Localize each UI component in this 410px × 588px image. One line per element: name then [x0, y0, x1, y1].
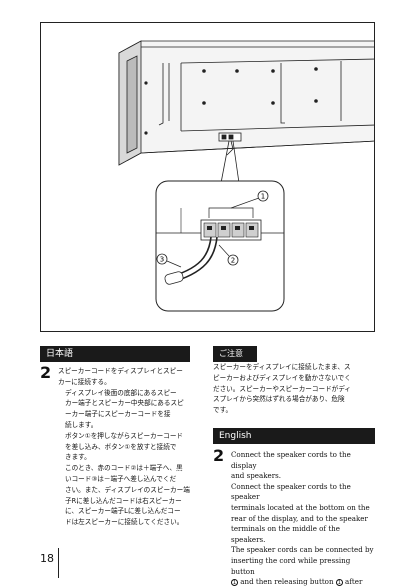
jp-line: カー端子とスピーカー中央部にあるスピ	[65, 399, 184, 408]
jp-line: ーカー端子にスピーカーコードを接	[65, 410, 171, 419]
caution-line: スピーカーをディスプレイに接続したまま、ス	[213, 363, 351, 371]
caution-line: ピーカーおよびディスプレイを動かさないでく	[213, 373, 351, 382]
callout-1-label: 1	[261, 193, 265, 201]
jp-line: ディスプレイ後面の底部にあるスピー	[65, 388, 177, 397]
japanese-section-header: 日本語	[40, 346, 190, 362]
jp-line: ボタン①を押しながらスピーカーコード	[65, 431, 184, 440]
callout-3-marker	[156, 253, 168, 265]
page-number: 18	[40, 552, 54, 565]
english-instructions: Connect the speaker cords to the display…	[231, 450, 375, 588]
page-number-divider	[58, 548, 59, 578]
jp-line: 子Rに差し込んだコードは右スピーカー	[65, 496, 182, 505]
terminal-closeup	[155, 180, 285, 312]
english-step-number: 2	[213, 446, 225, 465]
callout-1-marker	[257, 190, 269, 202]
caution-header: ご注意	[213, 346, 257, 362]
callout-2-label: 2	[231, 257, 235, 265]
jp-line: いコード③は－端子へ差し込んでくだ	[65, 474, 177, 483]
japanese-step-number: 2	[40, 363, 52, 382]
jp-line: さい。また、ディスプレイのスピーカー端	[65, 485, 190, 494]
speaker-connection-diagram: 1 2 3	[118, 40, 374, 312]
en-line: terminals located at the bottom on the	[231, 502, 370, 512]
jp-line: に、スピーカー端子Lに差し込んだコー	[65, 507, 181, 516]
display-rear	[118, 40, 374, 166]
jp-line: きます。	[65, 453, 91, 462]
en-line: Connect the speaker cords to the display	[231, 450, 351, 470]
caution-line: ださい。スピーカーやスピーカーコードがディ	[213, 384, 352, 393]
caution-text: スピーカーをディスプレイに接続したまま、ス ピーカーおよびディスプレイを動かさな…	[213, 362, 373, 416]
jp-line: スピーカーコードをディスプレイとスピー	[58, 367, 183, 375]
en-line: and speakers.	[231, 471, 281, 481]
jp-line: を差し込み、ボタン①を放すと接続で	[65, 442, 177, 451]
en-line: inserting the cord while pressing button	[231, 555, 351, 576]
en-line-text: after	[345, 577, 363, 587]
jp-line: 続します。	[65, 420, 98, 429]
en-line: Connect the speaker cords to the speaker	[231, 481, 351, 502]
en-line: The speaker cords can be connected by	[231, 545, 374, 555]
jp-line: このとき、赤のコード②は＋端子へ、黒	[65, 464, 183, 473]
jp-line: カーに接続する。	[58, 377, 111, 386]
jp-line: ドは左スピーカーに接続してください。	[65, 518, 184, 527]
en-line-text: and then releasing button	[240, 577, 334, 587]
en-line: rear of the display, and to the speaker	[231, 513, 368, 523]
caution-line: スプレイから突然はずれる場合があり、危険	[213, 395, 345, 404]
en-line: 1 and then releasing button 1 after	[231, 577, 375, 588]
callout-3-label: 3	[160, 256, 164, 264]
en-line: terminals on the middle of the speakers.	[231, 524, 340, 544]
japanese-instructions: スピーカーコードをディスプレイとスピー カーに接続する。 ディスプレイ後面の底部…	[58, 366, 198, 528]
callout-2-marker	[227, 254, 239, 266]
english-section-header: English	[213, 428, 375, 444]
caution-line: です。	[213, 406, 233, 415]
illustration-frame: 1 2 3	[40, 22, 375, 332]
